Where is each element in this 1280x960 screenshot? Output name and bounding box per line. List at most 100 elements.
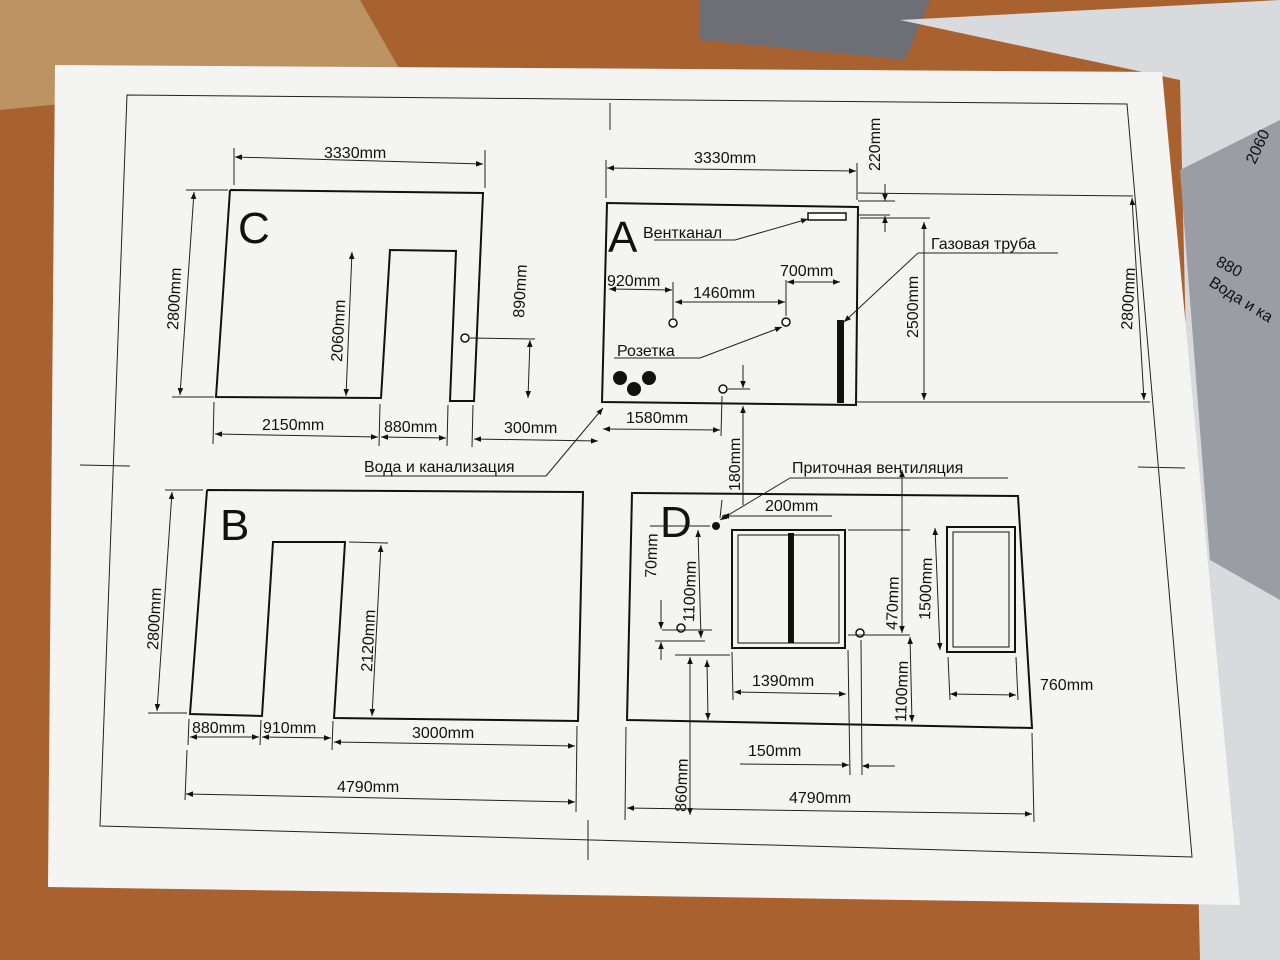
wall-c-outlet [460, 333, 470, 343]
dim-line [739, 762, 850, 768]
dim-a-height: 2800mm [1119, 267, 1139, 330]
dim-b-880: 880mm [192, 720, 245, 737]
dim-line [626, 805, 1033, 817]
dim-line [261, 734, 332, 741]
supply-vent-point [712, 522, 720, 530]
frame-border [99, 94, 1193, 858]
water-point [613, 371, 627, 385]
dim-c-seg-door: 880mm [384, 419, 437, 436]
dim-line [154, 491, 175, 712]
window-right-inner [952, 531, 1010, 648]
wall-c: C 3330mm 2800mm 2060mm 890mm 2150mm 880m… [165, 145, 599, 448]
dim-d-470: 470mm [884, 576, 903, 630]
dim-c-seg-left: 2150mm [262, 417, 324, 434]
label-water: Вода и канализация [364, 459, 515, 476]
label-vent: Вентканал [643, 225, 722, 242]
socket-point [781, 317, 791, 327]
wall-a-outline [600, 201, 860, 407]
window-left-frame [731, 529, 846, 649]
water-point [627, 382, 641, 396]
dim-line [907, 636, 915, 723]
socket-point [668, 318, 678, 328]
background-sheet-shade [1180, 120, 1280, 600]
gas-pipe [837, 320, 844, 403]
wall-b: B 2800mm 2120mm 880mm 910mm 3000mm 4790m… [145, 489, 585, 813]
dim-d-70: 70mm [643, 533, 662, 578]
label-supply-vent: Приточная вентиляция [792, 460, 963, 477]
dim-a-pipe: 2500mm [905, 276, 922, 338]
dim-line [932, 527, 943, 651]
dim-b-height: 2800mm [145, 587, 165, 650]
leader-line [699, 326, 783, 359]
dim-c-outlet: 890mm [511, 264, 531, 318]
dim-b-door: 2120mm [359, 609, 379, 672]
dark-object [700, 0, 930, 60]
wall-c-outline [214, 189, 485, 402]
dim-line [602, 426, 721, 433]
wall-a-letter: A [608, 213, 638, 262]
socket-point [676, 623, 686, 633]
dim-a-1460: 1460mm [693, 285, 755, 302]
background-sheet [900, 0, 1280, 960]
center-mark [79, 464, 131, 467]
dim-line [185, 791, 576, 805]
dim-b-total: 4790mm [337, 779, 399, 796]
label-socket: Розетка [617, 343, 675, 360]
wall-a-extension [857, 192, 1134, 197]
dim-line [733, 689, 847, 697]
dim-line [704, 659, 711, 721]
leader-line [719, 477, 791, 521]
drain-point [718, 384, 728, 394]
dim-line [606, 165, 857, 174]
dim-line [214, 431, 379, 440]
center-mark [1137, 466, 1186, 469]
leader-line [843, 252, 919, 323]
dim-d-760: 760mm [1040, 677, 1093, 694]
wall-b-letter: B [220, 501, 249, 550]
dim-line [608, 286, 673, 293]
dim-line [234, 154, 484, 167]
wall-c-letter: C [238, 204, 270, 253]
dim-a-1580: 1580mm [626, 410, 688, 427]
wall-d: D Приточная вентиляция 200mm 70mm 1100mm… [624, 460, 1093, 823]
dim-a-180: 180mm [727, 438, 744, 491]
dim-line [949, 691, 1017, 698]
dim-line [177, 191, 197, 396]
wall-a: A Вентканал Газовая труба Розетка Вода и… [364, 118, 1150, 505]
dim-c-door: 2060mm [329, 299, 349, 362]
dim-c-seg-right: 300mm [504, 420, 557, 437]
label-gas-pipe: Газовая труба [931, 236, 1036, 253]
dim-d-1100a: 1100mm [681, 561, 700, 623]
socket-point [855, 628, 865, 638]
dim-line [1129, 197, 1147, 401]
wall-d-outline [625, 491, 1034, 730]
dim-a-700: 700mm [780, 263, 833, 280]
leader-line [734, 218, 809, 241]
dim-a-top-offset: 220mm [867, 118, 884, 171]
dim-line [525, 339, 533, 399]
dim-line [695, 529, 704, 639]
leader-line [545, 407, 604, 477]
dim-d-1500: 1500mm [917, 557, 936, 620]
dim-d-1100b: 1100mm [893, 661, 912, 723]
vent-channel [807, 212, 847, 221]
window-mullion [788, 533, 794, 643]
dim-line [473, 436, 599, 444]
dim-d-total: 4790mm [789, 790, 851, 807]
dim-line [369, 544, 384, 717]
paper-sheet [48, 65, 1240, 905]
dim-line [380, 434, 447, 441]
dim-a-920: 920mm [607, 273, 660, 290]
dim-line [343, 251, 355, 397]
dim-c-width: 3330mm [324, 145, 386, 162]
wall-b-outline [188, 489, 585, 723]
dim-line [333, 739, 576, 749]
window-right-frame [946, 526, 1016, 653]
dim-b-3000: 3000mm [412, 725, 474, 742]
wall-d-letter: D [660, 498, 692, 547]
dim-d-150: 150mm [748, 743, 801, 760]
dim-c-height: 2800mm [165, 267, 185, 330]
dim-a-width: 3330mm [694, 150, 756, 167]
water-point [642, 371, 656, 385]
